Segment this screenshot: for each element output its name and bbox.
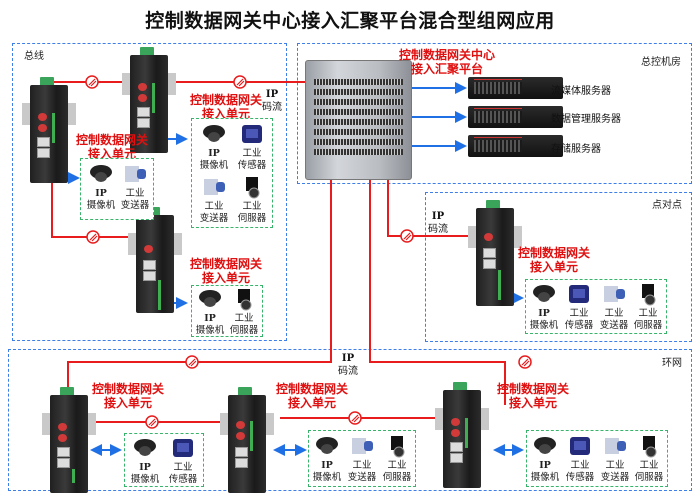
streaming-server-label: 流媒体服务器 <box>551 86 611 97</box>
gateway-label-ring-1: 控制数据网关接入单元 <box>92 382 165 410</box>
zone-ring <box>8 349 692 491</box>
bus-link-down <box>51 170 130 238</box>
storage-server-label: 存储服务器 <box>551 144 601 155</box>
data-management-server <box>468 106 563 128</box>
data-management-server-label: 数据管理服务器 <box>551 114 621 125</box>
device-industrial-sensor: 工业传感器 <box>165 436 201 486</box>
zone-bus <box>12 43 287 341</box>
center-link-p2p <box>387 178 478 237</box>
zone-point-to-point-label: 点对点 <box>652 200 682 211</box>
gateway-unit-ring-2 <box>220 385 274 493</box>
arrow-gw2-devices <box>166 123 188 145</box>
gateway-label-bus-1: 控制数据网关接入单元 <box>76 133 149 161</box>
device-industrial-sensor: 工业传感器 <box>561 282 597 332</box>
gateway-label-bus-3: 控制数据网关接入单元 <box>190 257 263 285</box>
device-industrial-servo: 工业伺服器 <box>379 434 415 484</box>
device-industrial-sensor: 工业传感器 <box>234 122 270 172</box>
device-industrial-transmitter: 工业变送器 <box>344 434 380 484</box>
device-industrial-transmitter: 工业变送器 <box>596 282 632 332</box>
gateway-label-ring-2: 控制数据网关接入单元 <box>276 382 349 410</box>
zone-control-room-label: 总控机房 <box>641 57 681 68</box>
gateway-unit-ring-3 <box>435 380 489 488</box>
device-industrial-sensor: 工业传感器 <box>562 434 598 484</box>
device-industrial-servo: 工业伺服器 <box>226 287 262 337</box>
center-link-ring-right <box>369 178 506 405</box>
zone-bus-label: 总线 <box>24 51 44 62</box>
device-industrial-transmitter: 工业变送器 <box>117 162 153 212</box>
device-industrial-servo: 工业伺服器 <box>234 175 270 225</box>
center-link-ring-left <box>67 178 332 400</box>
gateway-unit-ring-1 <box>42 385 96 493</box>
zone-point-to-point <box>425 192 692 342</box>
streaming-server <box>468 77 563 99</box>
gateway-unit-bus-3 <box>128 205 182 313</box>
gateway-unit-p2p <box>468 198 522 306</box>
gateway-unit-bus-2 <box>122 45 176 153</box>
aggregation-platform-chassis <box>305 60 412 180</box>
gateway-label-p2p: 控制数据网关接入单元 <box>518 246 591 274</box>
zone-control-room <box>297 43 692 184</box>
gateway-label-bus-2: 控制数据网关接入单元 <box>190 93 263 121</box>
center-label: 控制数据网关中心 接入汇聚平台 <box>398 48 495 76</box>
storage-server <box>468 135 563 157</box>
device-industrial-servo: 工业伺服器 <box>630 282 666 332</box>
device-industrial-transmitter: 工业变送器 <box>597 434 633 484</box>
gateway-label-ring-3: 控制数据网关接入单元 <box>497 382 570 410</box>
diagram-title: 控制数据网关中心接入汇聚平台混合型组网应用 <box>145 10 555 32</box>
gateway-unit-bus-1 <box>22 75 76 183</box>
zone-ring-label: 环网 <box>662 358 682 369</box>
device-industrial-transmitter: 工业变送器 <box>196 175 232 225</box>
device-industrial-servo: 工业伺服器 <box>631 434 667 484</box>
